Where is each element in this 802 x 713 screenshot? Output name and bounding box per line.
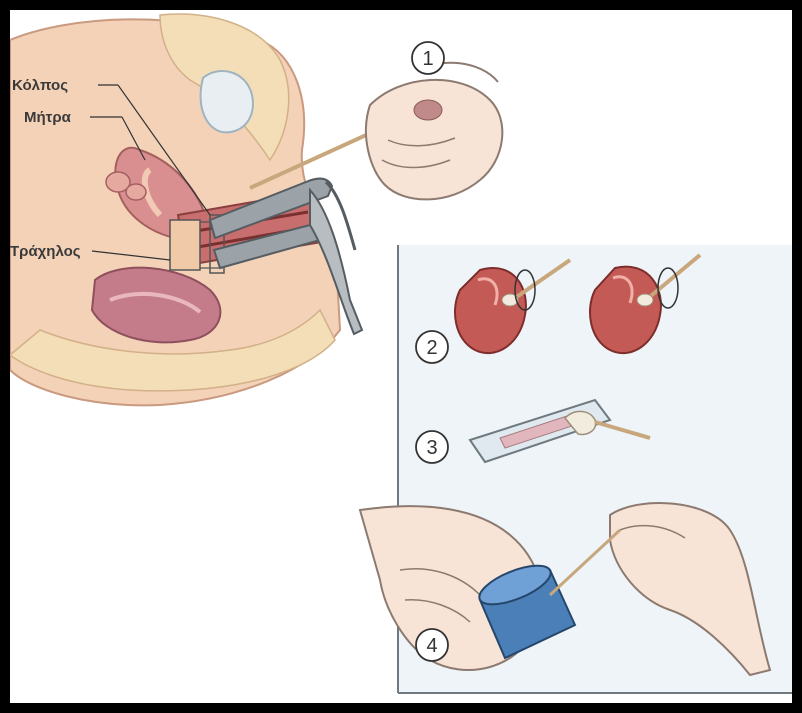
step-1-marker: 1 (412, 42, 444, 74)
svg-text:4: 4 (426, 635, 437, 657)
step-4-marker: 4 (416, 629, 448, 661)
svg-text:Κόλπος: Κόλπος (12, 77, 68, 94)
svg-text:3: 3 (426, 437, 437, 459)
svg-text:2: 2 (426, 337, 437, 359)
pap-smear-illustration: 1 2 3 4 Κόλπος Μήτρα Τράχηλος (10, 10, 792, 703)
svg-text:Τράχηλος: Τράχηλος (10, 243, 81, 260)
illustration-frame: 1 2 3 4 Κόλπος Μήτρα Τράχηλος (10, 10, 792, 703)
svg-text:1: 1 (422, 48, 433, 70)
step-2-marker: 2 (416, 331, 448, 363)
svg-text:Μήτρα: Μήτρα (24, 109, 72, 126)
step-3-marker: 3 (416, 431, 448, 463)
